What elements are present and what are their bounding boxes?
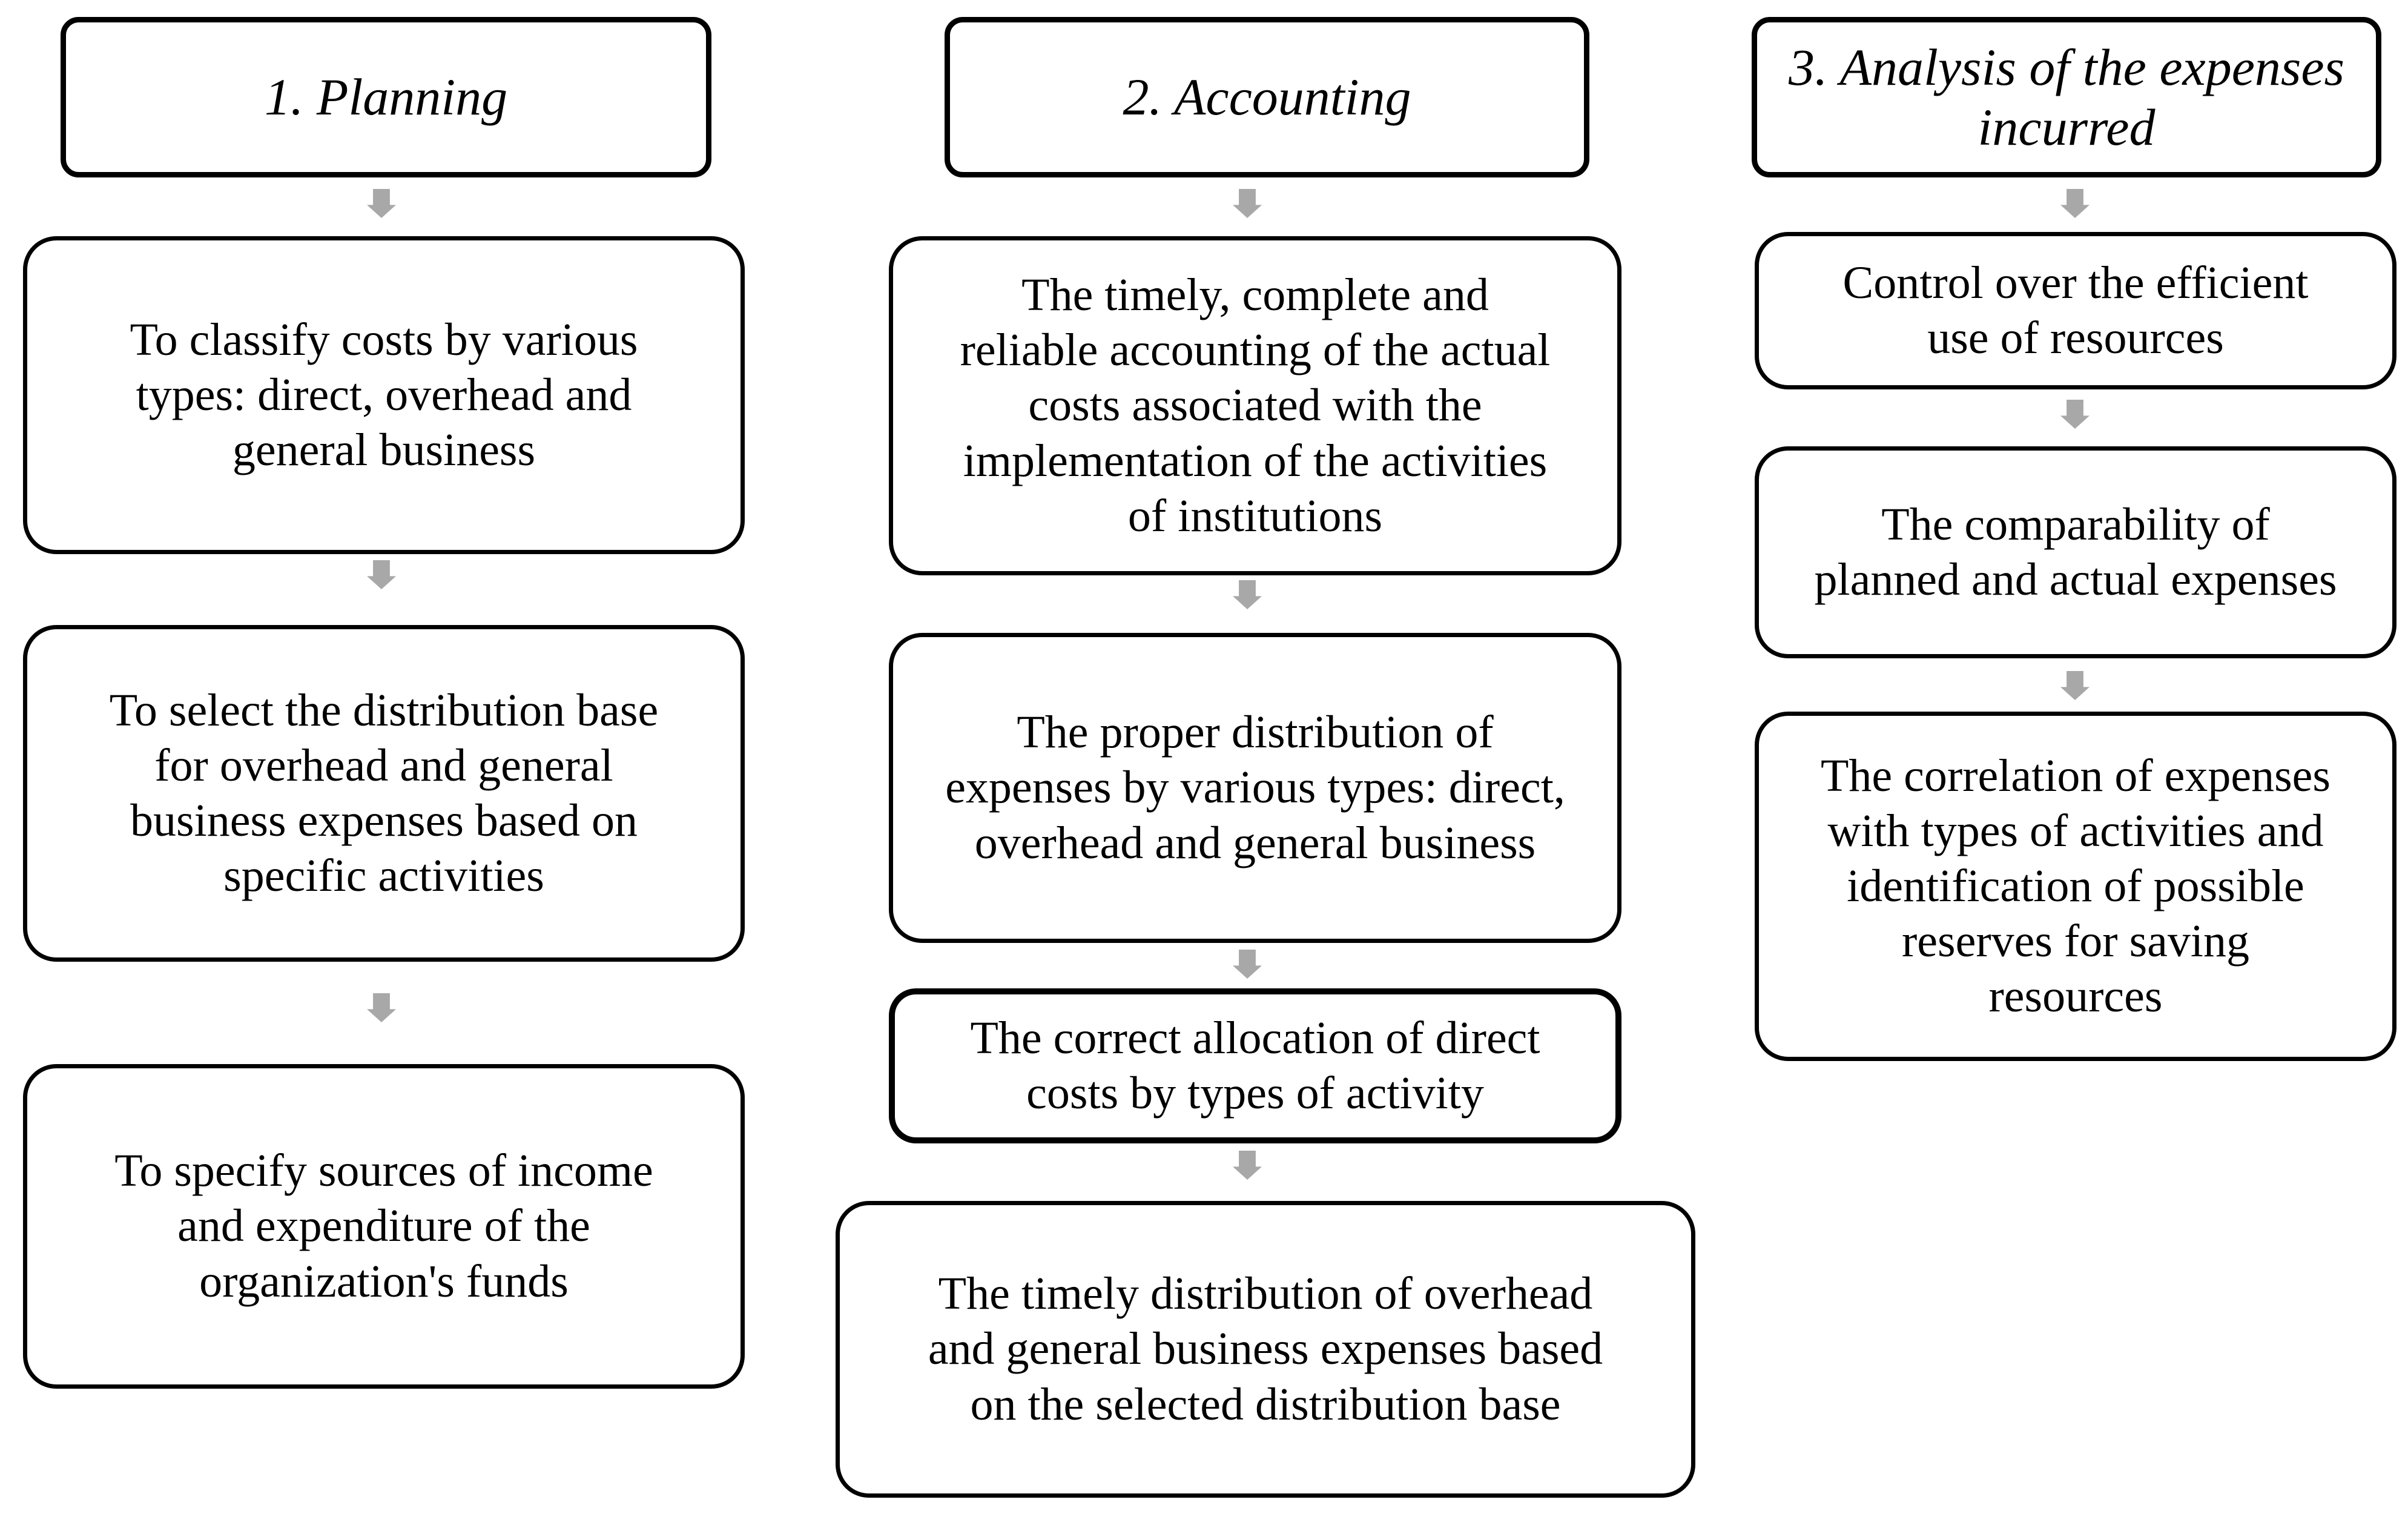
arrow-down-icon: [2060, 671, 2090, 700]
box-accounting-timely-distribution: The timely distribution of overhead and …: [836, 1201, 1695, 1498]
arrow-down-icon: [367, 189, 396, 218]
arrow-down-icon: [1233, 189, 1262, 218]
arrow-down-icon: [1233, 1151, 1262, 1180]
arrow-down-icon: [367, 560, 396, 589]
stage-header-accounting: 2. Accounting: [945, 17, 1589, 177]
box-accounting-timely-complete-reliable: The timely, complete and reliable accoun…: [889, 236, 1621, 575]
box-accounting-proper-distribution: The proper distribution of expenses by v…: [889, 633, 1621, 943]
arrow-down-icon: [2060, 400, 2090, 429]
arrow-down-icon: [2060, 189, 2090, 218]
stage-header-planning: 1. Planning: [61, 17, 711, 177]
box-accounting-correct-allocation: The correct allocation of direct costs b…: [889, 988, 1621, 1143]
arrow-down-icon: [1233, 950, 1262, 979]
arrow-down-icon: [367, 993, 396, 1022]
arrow-down-icon: [1233, 580, 1262, 609]
box-analysis-comparability: The comparability of planned and actual …: [1755, 446, 2396, 658]
box-analysis-correlation: The correlation of expenses with types o…: [1755, 712, 2396, 1061]
box-analysis-control-resources: Control over the efficient use of resour…: [1755, 232, 2396, 389]
stage-header-analysis: 3. Analysis of the expenses incurred: [1752, 17, 2381, 177]
box-planning-specify-sources: To specify sources of income and expendi…: [23, 1064, 745, 1389]
box-planning-classify-costs: To classify costs by various types: dire…: [23, 236, 745, 554]
box-planning-select-distribution-base: To select the distribution base for over…: [23, 625, 745, 962]
